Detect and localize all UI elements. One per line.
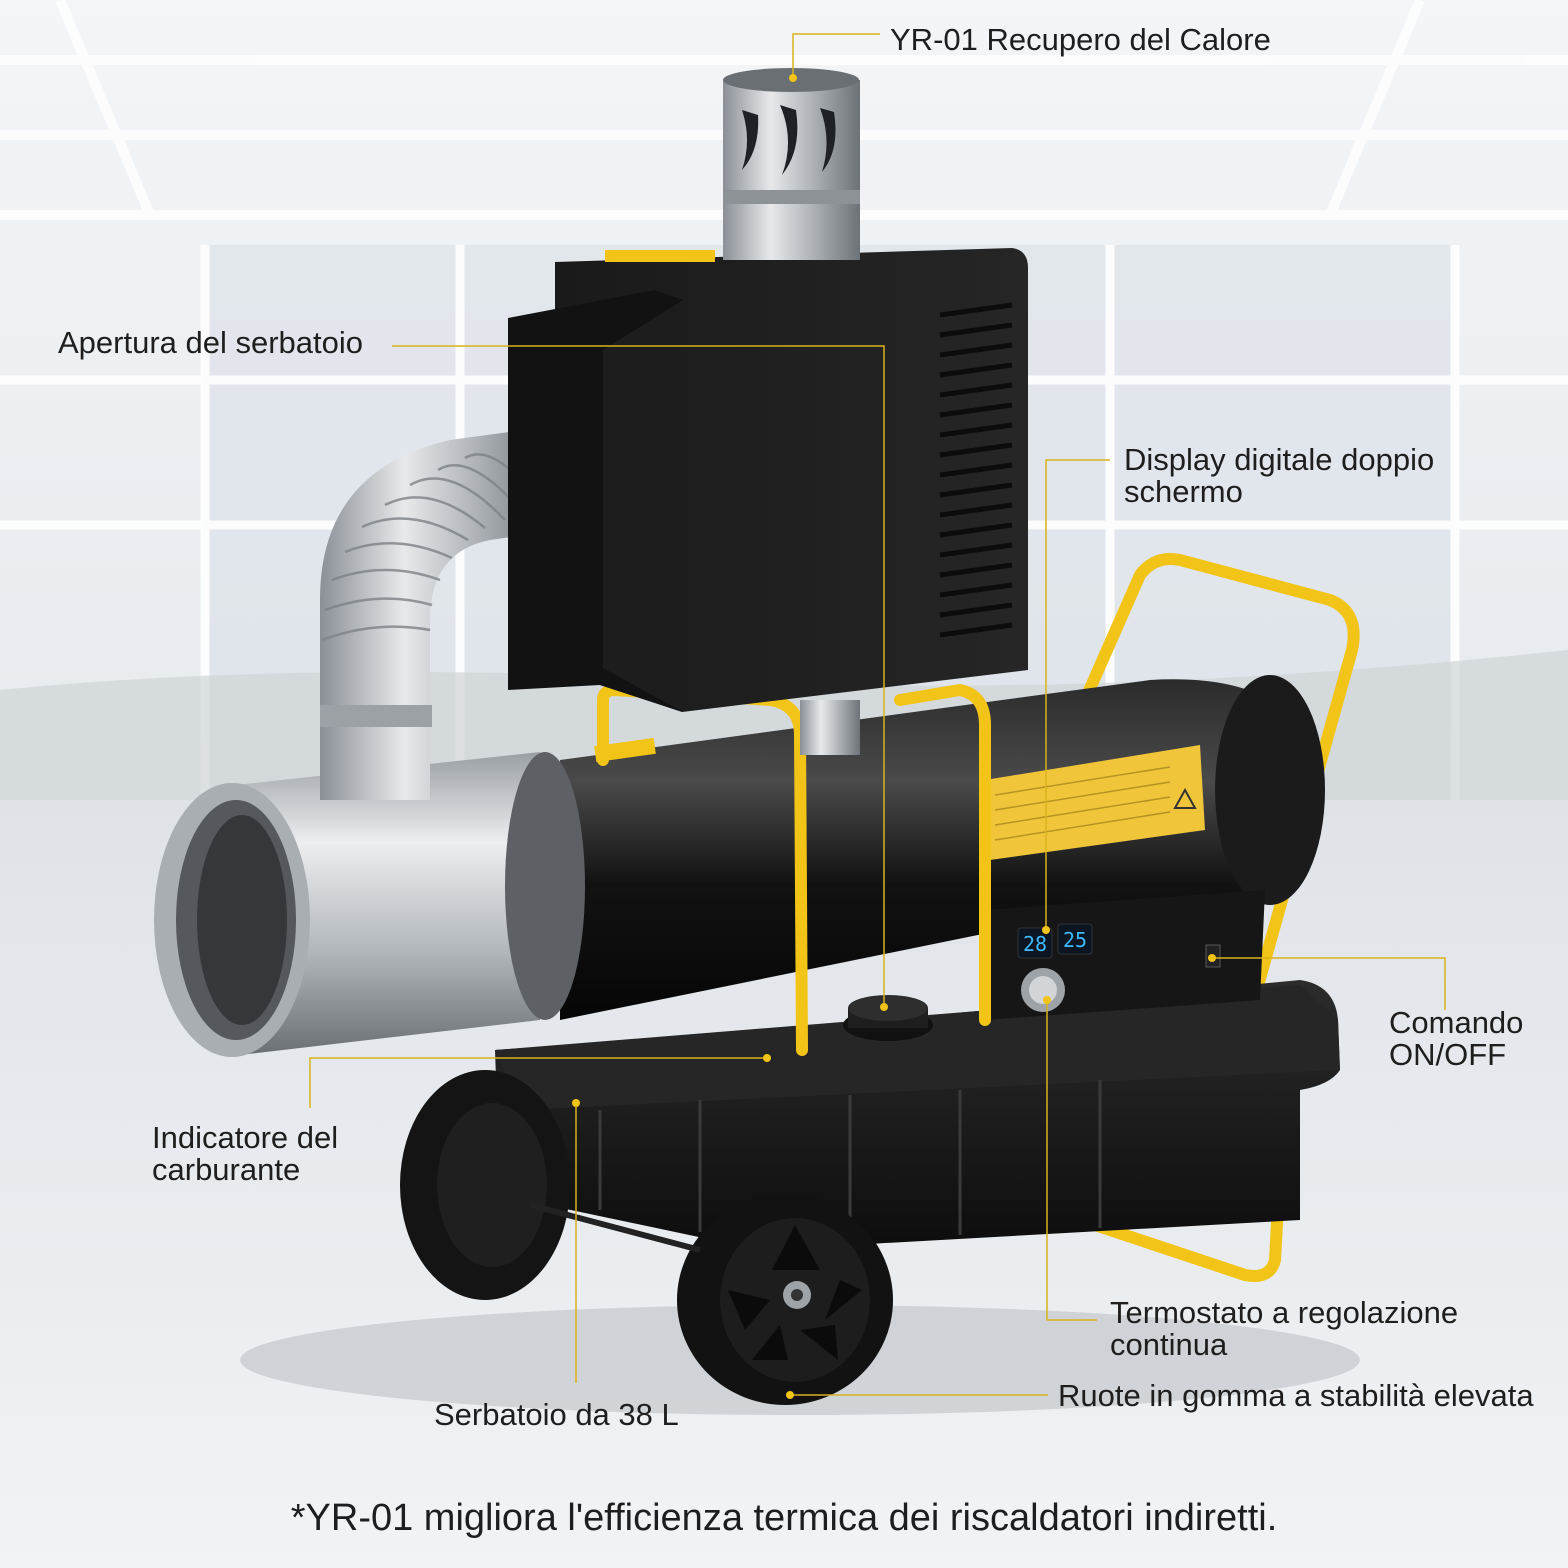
display-right-digits: 25 (1063, 928, 1087, 952)
label-on-off-control: Comando ON/OFF (1389, 1005, 1524, 1072)
label-fuel-tank: Serbatoio da 38 L (434, 1397, 679, 1432)
label-dual-display: Display digitale doppio schermo (1124, 442, 1435, 509)
label-tank-opening: Apertura del serbatoio (58, 325, 364, 360)
label-thermostat: Termostato a regolazione continua (1110, 1295, 1459, 1362)
label-heat-recovery: YR-01 Recupero del Calore (890, 22, 1271, 57)
label-rubber-wheels: Ruote in gomma a stabilità elevata (1058, 1378, 1534, 1413)
display-left-digits: 28 (1023, 932, 1047, 956)
footnote: *YR-01 migliora l'efficienza termica dei… (290, 1497, 1278, 1539)
label-fuel-indicator: Indicatore del carburante (152, 1120, 339, 1187)
